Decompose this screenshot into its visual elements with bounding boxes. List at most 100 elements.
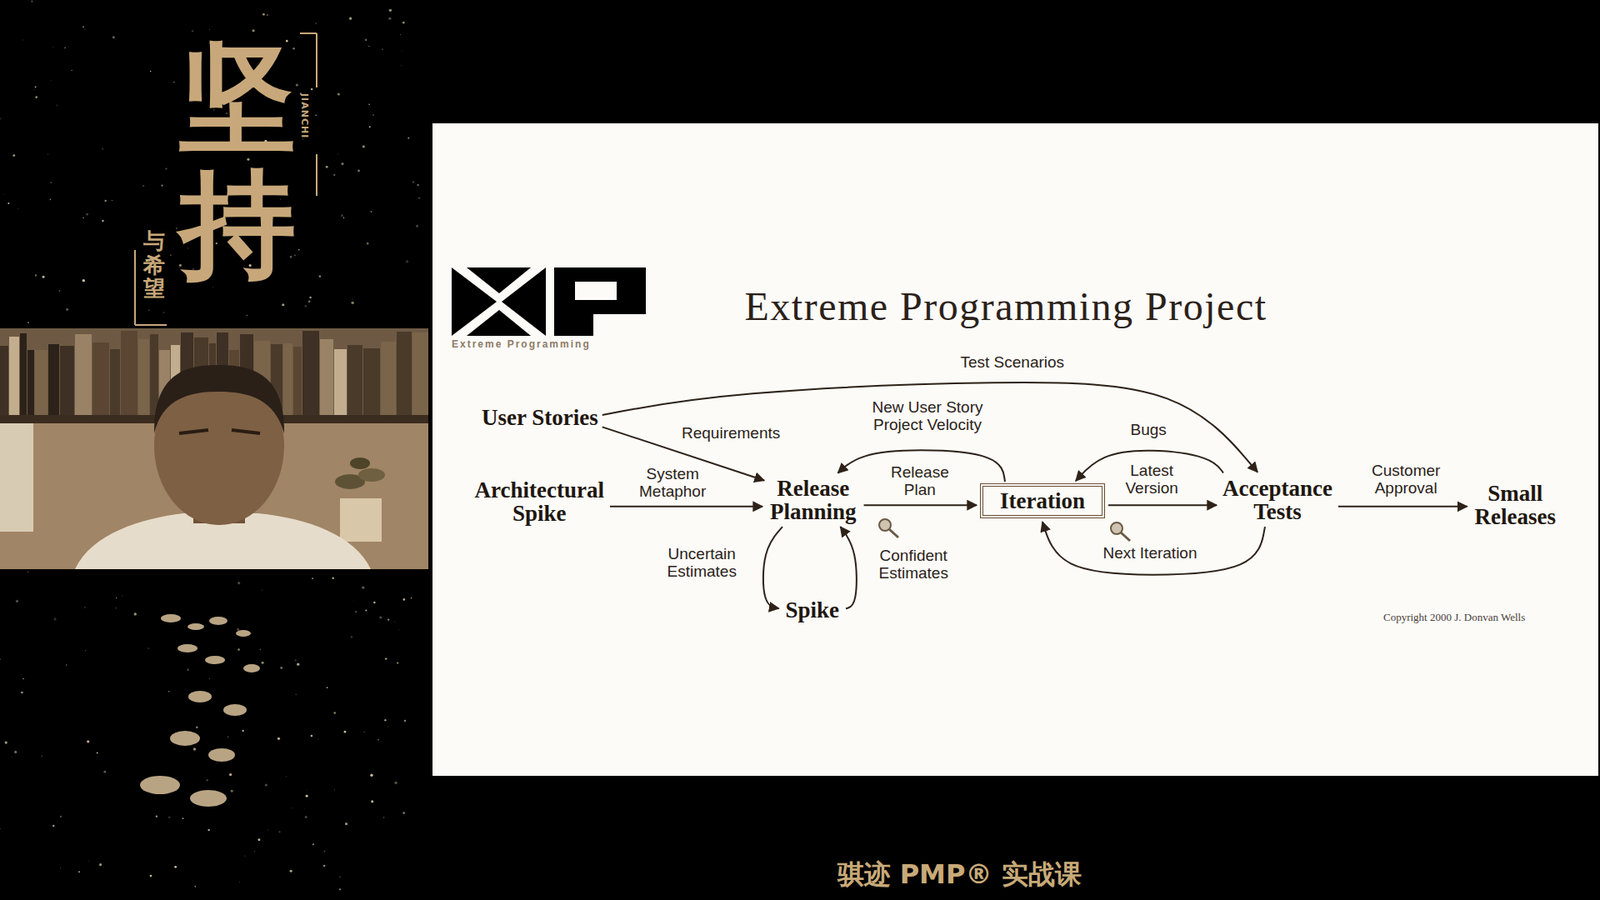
star: [257, 838, 260, 841]
star: [230, 790, 234, 793]
star: [260, 649, 261, 650]
plant-pot: [340, 498, 382, 542]
star: [389, 9, 392, 12]
book-spine: [150, 334, 159, 415]
star: [396, 662, 399, 665]
star: [101, 148, 104, 150]
star: [160, 185, 163, 187]
book-spine: [110, 349, 120, 415]
star: [64, 46, 66, 49]
star: [41, 755, 43, 757]
star: [86, 740, 90, 743]
webcam-wall: [0, 328, 429, 570]
node-text: User Stories: [481, 405, 599, 430]
connector-group: [602, 382, 1468, 609]
flow-arrow: [763, 526, 783, 609]
star: [400, 34, 402, 36]
star: [400, 50, 403, 52]
node-text: Small Releases: [1475, 481, 1556, 530]
star: [398, 629, 400, 630]
star: [88, 860, 90, 862]
star: [305, 815, 308, 819]
star: [323, 865, 326, 868]
star: [266, 14, 269, 16]
star: [415, 225, 419, 228]
star: [350, 635, 353, 639]
star: [383, 816, 385, 819]
star: [340, 214, 344, 217]
star: [78, 870, 80, 873]
star: [339, 876, 340, 878]
star: [0, 828, 1, 830]
footprint: [190, 790, 227, 807]
star: [12, 154, 15, 157]
plant-leaf: [358, 468, 385, 482]
star: [405, 260, 409, 263]
footprint: [243, 664, 260, 673]
logo-cut: [575, 281, 617, 300]
magnifier-icon: [1110, 522, 1130, 541]
plant-leaf: [350, 457, 370, 470]
bracket-line: [300, 32, 317, 35]
footprint: [209, 616, 228, 625]
logo-cut: [593, 314, 646, 336]
star: [134, 612, 137, 615]
star: [237, 581, 240, 585]
flow-arrow: [1108, 504, 1217, 506]
xp-logo: [451, 267, 646, 336]
star: [339, 888, 341, 890]
book-spine: [9, 336, 20, 415]
star: [35, 85, 37, 88]
process-box: Iteration: [980, 483, 1105, 519]
star: [22, 39, 25, 41]
book-spine: [334, 349, 347, 415]
star: [105, 200, 107, 202]
logo-shape: [554, 267, 646, 336]
star: [365, 609, 367, 611]
flow-arrow: [610, 505, 763, 508]
star: [377, 739, 380, 741]
star: [17, 208, 19, 210]
footprint-trail: [140, 614, 260, 807]
star: [320, 247, 322, 250]
slide-ground: [432, 123, 1599, 776]
logo-subtitle: Extreme Programming: [451, 338, 591, 350]
footprint: [160, 614, 181, 623]
book-spine: [120, 330, 138, 415]
star: [47, 154, 49, 155]
star: [355, 610, 357, 613]
star: [5, 740, 8, 744]
star: [295, 694, 296, 695]
star: [357, 170, 360, 173]
star: [30, 0, 33, 3]
star: [372, 114, 374, 115]
star: [70, 70, 72, 71]
star: [298, 249, 300, 251]
star: [168, 815, 171, 819]
star: [308, 300, 311, 304]
star: [418, 196, 420, 199]
edge-label: Uncertain Estimates: [665, 545, 740, 581]
star: [115, 597, 117, 599]
star: [337, 92, 340, 95]
footprint: [205, 655, 225, 665]
book-spine: [283, 343, 293, 415]
book-spine: [380, 341, 396, 415]
star: [368, 103, 370, 105]
stage-label: Release Planning: [767, 475, 860, 525]
flow-arrow: [864, 504, 977, 506]
footprint: [188, 690, 212, 703]
star: [280, 666, 283, 670]
star: [254, 850, 255, 852]
star: [385, 657, 387, 660]
logo-shape: [466, 310, 531, 336]
star: [112, 35, 115, 39]
star: [265, 783, 268, 786]
stage-label: Small Releases: [1472, 480, 1559, 530]
star: [7, 202, 10, 205]
book-spine: [396, 331, 412, 415]
star: [370, 800, 374, 803]
star: [315, 22, 316, 24]
star: [20, 691, 24, 695]
footprint: [140, 775, 180, 795]
